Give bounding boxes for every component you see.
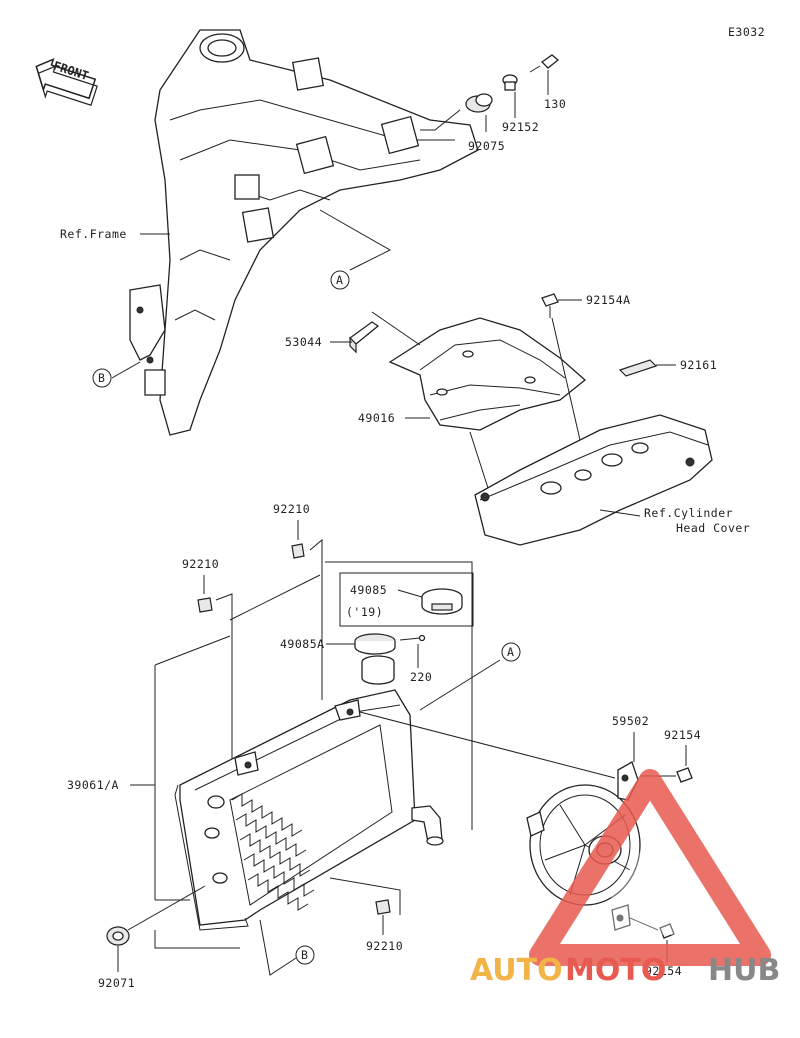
label-ref-head-cover-1: Ref.Cylinder (644, 506, 733, 520)
filler-neck (361, 655, 395, 685)
bolt-92154-top (676, 767, 693, 783)
front-arrow-icon (35, 58, 98, 106)
label-92210-bottom: 92210 (366, 939, 403, 953)
callout-b-bottom (295, 945, 315, 965)
label-220: 220 (410, 670, 432, 684)
callout-b-left (92, 368, 112, 388)
label-ref-frame: Ref.Frame (60, 227, 127, 241)
label-59502: 59502 (612, 714, 649, 728)
bolt-130 (529, 54, 560, 73)
grommet-92075 (465, 93, 493, 113)
automotohub-watermark-logo (529, 769, 771, 966)
grommet-92152 (502, 74, 518, 91)
nut-92210-top (291, 543, 305, 559)
label-ref-head-cover-2: Head Cover (676, 521, 750, 535)
callout-b-bottom-label: B (301, 948, 308, 962)
cap-box (339, 572, 474, 627)
label-92154-top: 92154 (664, 728, 701, 742)
clip-53044 (349, 321, 380, 354)
label-92071: 92071 (98, 976, 135, 990)
heat-guard-49016 (388, 317, 587, 431)
pad-92161 (618, 359, 658, 377)
watermark-hub: HUB (708, 953, 780, 988)
bolt-92154-bottom (659, 923, 675, 939)
label-49085-year: ('19) (346, 605, 383, 619)
label-49085a: 49085A (280, 637, 325, 651)
label-92210-left: 92210 (182, 557, 219, 571)
label-92210-top: 92210 (273, 502, 310, 516)
callout-a-top-label: A (336, 273, 343, 287)
frame-part (129, 29, 479, 436)
label-92161: 92161 (680, 358, 717, 372)
grommet-92071 (106, 926, 130, 946)
callout-a-mid (501, 642, 521, 662)
radiator-cap-49085a (354, 633, 396, 655)
diagram-code: E3032 (728, 25, 765, 39)
label-49085: 49085 (350, 583, 387, 597)
label-92075: 92075 (468, 139, 505, 153)
callout-b-left-label: B (98, 371, 105, 385)
watermark-auto: AUTO (470, 953, 563, 988)
cylinder-head-cover (474, 414, 713, 546)
screw-220 (399, 634, 426, 642)
label-92152: 92152 (502, 120, 539, 134)
radiator-39061a (174, 689, 444, 931)
label-92154a: 92154A (586, 293, 631, 307)
label-49016: 49016 (358, 411, 395, 425)
nut-92210-left (197, 597, 213, 613)
watermark-moto: MOTO (565, 953, 666, 988)
label-130: 130 (544, 97, 566, 111)
callout-a-mid-label: A (507, 645, 514, 659)
callout-a-top (330, 270, 350, 290)
radiator-cap-49085 (421, 588, 463, 615)
label-92154-bottom: 92154 (645, 964, 682, 978)
label-39061a: 39061/A (67, 778, 119, 792)
bolt-92154a (541, 293, 559, 318)
radiator-fins (231, 793, 315, 911)
fan-59502 (526, 761, 641, 931)
nut-92210-bottom (375, 899, 391, 915)
label-53044: 53044 (285, 335, 322, 349)
